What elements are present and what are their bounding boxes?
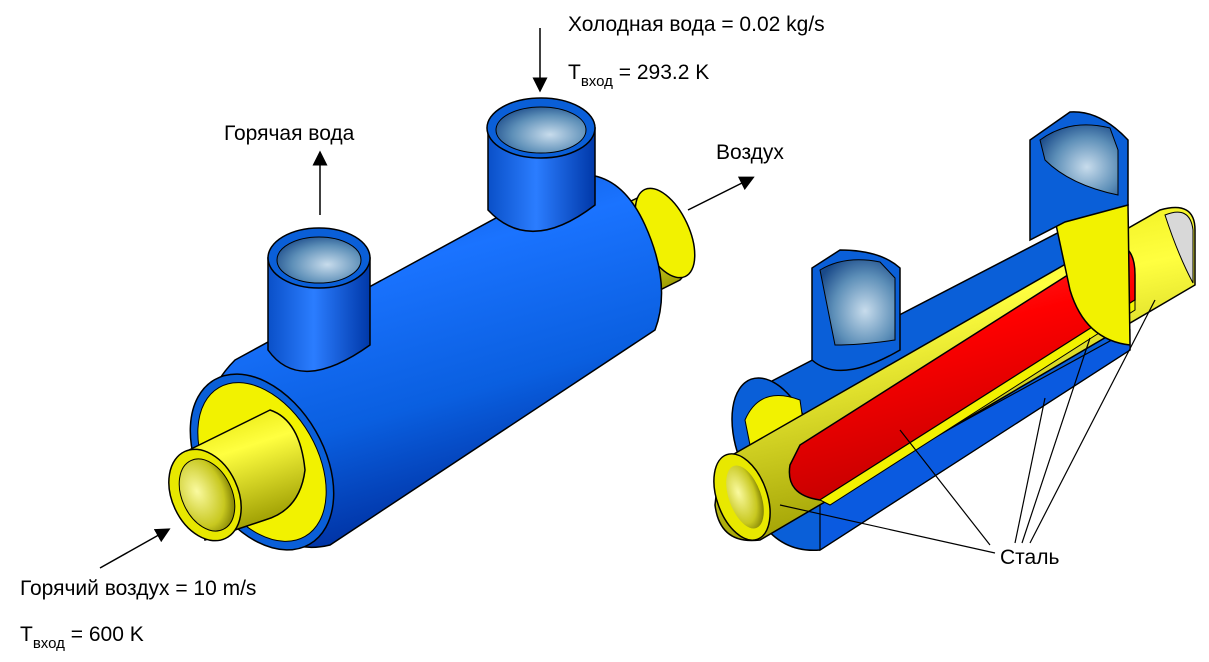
steel-leader-lines	[779, 299, 1156, 554]
hot-air-temp-label: Tвход = 600 K	[20, 623, 144, 651]
hot-air-arrow	[99, 528, 171, 569]
cold-water-inlet-stub	[486, 97, 596, 232]
cold-water-temp-label: Tвход = 293.2 K	[568, 61, 710, 89]
hot-temp-value: = 600 K	[64, 623, 144, 646]
cutaway-hot-water-stub	[811, 249, 901, 372]
hot-water-outlet-stub	[267, 227, 371, 372]
hot-temp-symbol: T	[20, 623, 33, 646]
annotation-arrows	[99, 28, 755, 569]
cold-water-label: Холодная вода = 0.02 kg/s	[568, 13, 825, 36]
cold-temp-value: = 293.2 K	[612, 61, 710, 84]
hot-air-label: Горячий воздух = 10 m/s	[20, 577, 257, 600]
hot-water-label: Горячая вода	[224, 122, 355, 145]
cold-temp-symbol: T	[568, 61, 581, 84]
air-out-label: Воздух	[716, 141, 784, 164]
steel-label: Сталь	[1000, 546, 1060, 569]
right-exchanger-cutaway	[713, 111, 1196, 552]
cutaway-cold-water-stub	[1029, 111, 1129, 242]
cold-temp-subscript: вход	[580, 73, 613, 90]
hot-temp-subscript: вход	[32, 635, 65, 652]
air-inlet-pipe	[168, 409, 306, 542]
air-out-arrow	[687, 176, 755, 211]
left-exchanger	[168, 97, 696, 551]
